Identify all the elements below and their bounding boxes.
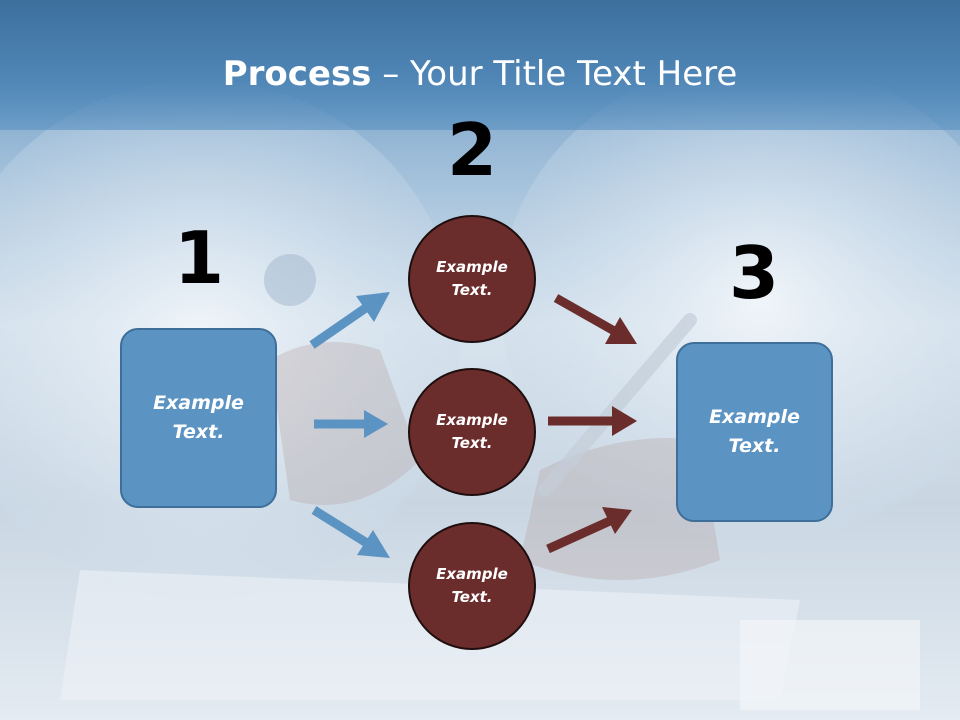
circle-middle-text: Example Text.: [436, 411, 508, 452]
arrow-blue-down: [311, 506, 390, 558]
circle-top-text: Example Text.: [436, 258, 508, 299]
arrow-red-down: [553, 294, 637, 344]
step-number-2: 2: [446, 108, 498, 192]
title-bold: Process: [222, 54, 372, 94]
title-band: [0, 0, 960, 130]
arrow-blue-up: [309, 292, 390, 349]
title-rest: – Your Title Text Here: [371, 54, 738, 94]
step-1-box: Example Text.: [120, 328, 277, 508]
circle-bottom-text: Example Text.: [436, 565, 508, 606]
arrow-red-middle: [548, 406, 637, 436]
arrow-blue-middle: [314, 410, 388, 438]
arrow-red-up: [546, 507, 632, 554]
step-2-circle-bottom: Example Text.: [408, 522, 536, 650]
step-3-box: Example Text.: [676, 342, 833, 522]
step-2-circle-top: Example Text.: [408, 215, 536, 343]
step-3-text: Example Text.: [709, 406, 800, 457]
step-number-1: 1: [173, 216, 225, 300]
step-1-text: Example Text.: [153, 392, 244, 443]
step-2-circle-middle: Example Text.: [408, 368, 536, 496]
page-title: Process – Your Title Text Here: [0, 54, 960, 94]
step-number-3: 3: [728, 231, 780, 315]
